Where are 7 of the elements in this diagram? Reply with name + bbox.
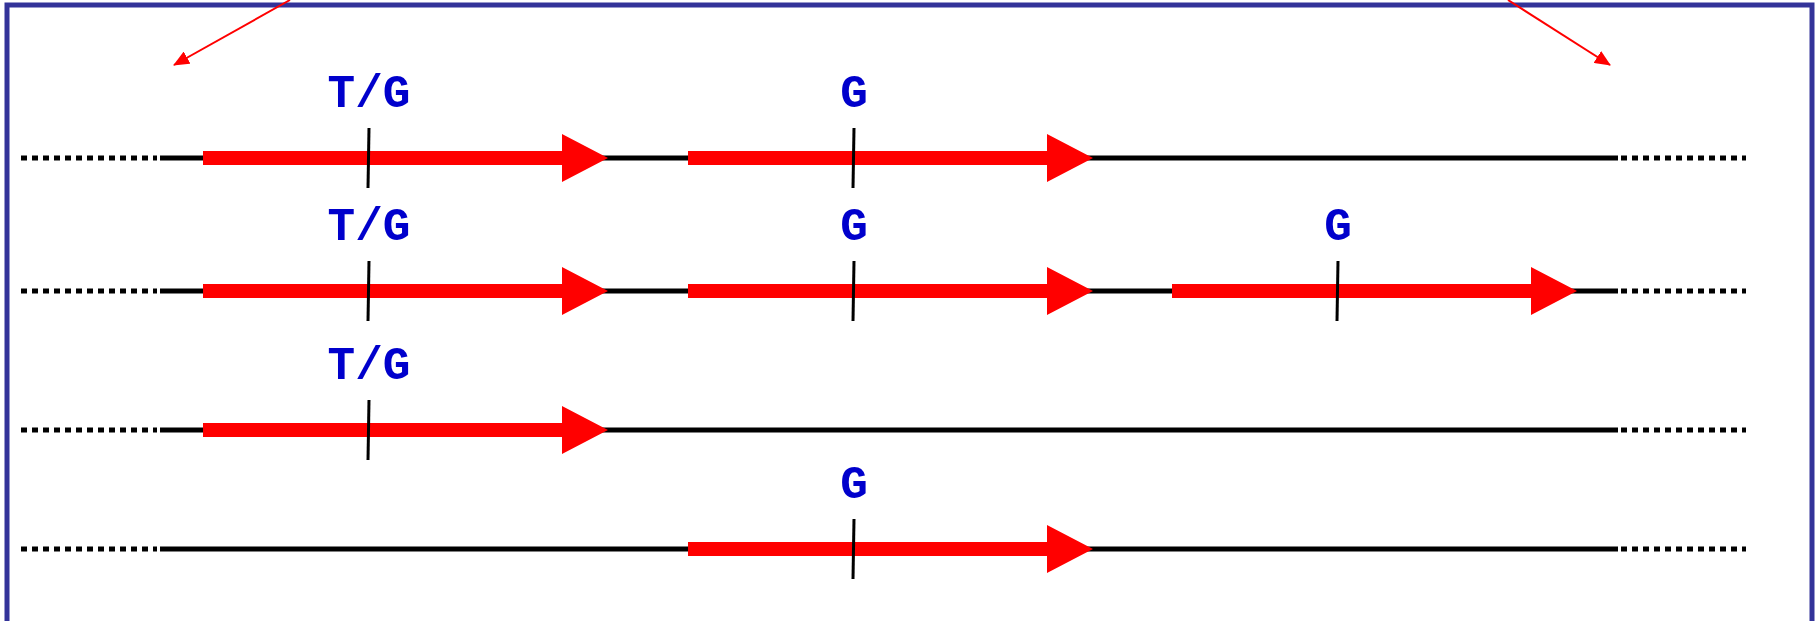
allele-label: T/G bbox=[327, 72, 411, 118]
allele-label: T/G bbox=[327, 344, 411, 390]
allele-label: G bbox=[840, 205, 868, 251]
allele-label: G bbox=[1324, 205, 1352, 251]
allele-label: T/G bbox=[327, 205, 411, 251]
allele-label: G bbox=[840, 72, 868, 118]
allele-label: G bbox=[840, 463, 868, 509]
